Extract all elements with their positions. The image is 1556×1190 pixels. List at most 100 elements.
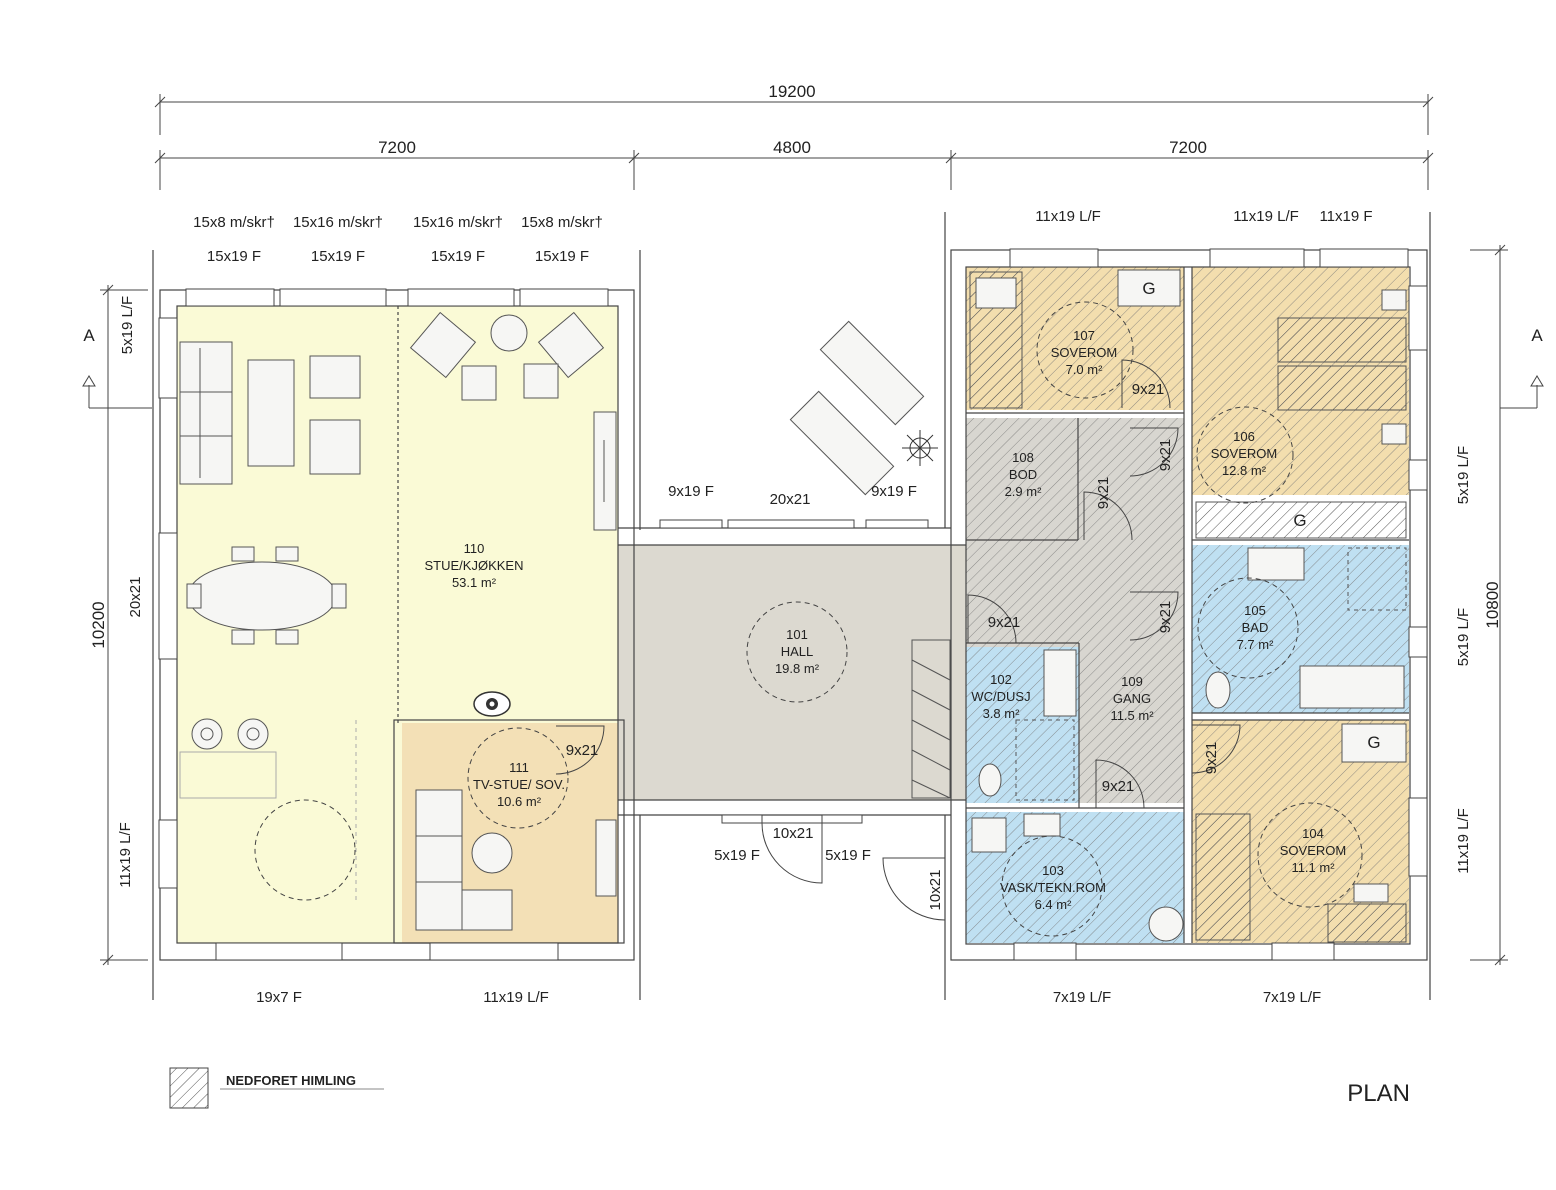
dim-right-height: 10800 <box>1483 581 1502 628</box>
window-label-r-2: 11x19 L/F <box>1233 208 1299 225</box>
courtyard-window-left: 9x19 F <box>668 483 714 500</box>
dim-middle-width: 4800 <box>773 138 811 157</box>
room-name-105: BAD <box>1242 620 1269 635</box>
window-label-skr-1: 15x8 m/skr† <box>193 214 275 231</box>
room-number-105: 105 <box>1244 603 1266 618</box>
tv-room-furniture <box>415 727 617 931</box>
room-number-103: 103 <box>1042 863 1064 878</box>
window-openings <box>158 248 1428 961</box>
svg-text:A: A <box>83 326 95 345</box>
bed-106 <box>1277 289 1407 445</box>
bath-fixtures <box>1205 547 1407 709</box>
window-label-right-3: 11x19 L/F <box>1455 808 1472 874</box>
wardrobe-107 <box>1117 269 1181 307</box>
room-number-107: 107 <box>1073 328 1095 343</box>
room-name-104: SOVEROM <box>1280 843 1346 858</box>
side-door: 10x21 <box>927 870 944 911</box>
window-label-b-3: 7x19 L/F <box>1053 989 1111 1006</box>
hall-turning-circle <box>746 601 848 703</box>
courtyard-door: 20x21 <box>770 491 811 508</box>
door-label-104: 9x21 <box>1203 742 1220 775</box>
bed-104 <box>1195 813 1251 941</box>
dim-left-height: 10200 <box>89 601 108 648</box>
room-area-104: 11.1 m² <box>1291 860 1335 875</box>
legend <box>169 1067 384 1109</box>
wardrobe-label-104: G <box>1367 733 1380 752</box>
room-area-103: 6.4 m² <box>1035 897 1073 912</box>
window-label-b-4: 7x19 L/F <box>1263 989 1321 1006</box>
door-label-107: 9x21 <box>1132 381 1165 398</box>
wardrobe-106 <box>1195 501 1407 539</box>
dim-total-width: 19200 <box>768 82 815 101</box>
hall-wardrobe <box>911 639 951 799</box>
dim-left-width: 7200 <box>378 138 416 157</box>
room-number-108: 108 <box>1012 450 1034 465</box>
door-label-111: 9x21 <box>566 742 599 759</box>
dim-right-width: 7200 <box>1169 138 1207 157</box>
entry-window-right: 5x19 F <box>825 847 871 864</box>
bed-107 <box>969 271 1023 409</box>
window-label-r-1: 11x19 L/F <box>1035 208 1101 225</box>
plan-title: PLAN <box>1347 1080 1410 1107</box>
room-area-106: 12.8 m² <box>1222 463 1267 478</box>
wardrobe-104 <box>1341 723 1407 763</box>
room-name-107: SOVEROM <box>1051 345 1117 360</box>
room-name-103: VASK/TEKN.ROM <box>1000 880 1106 895</box>
room-fill-101 <box>618 545 966 800</box>
room-area-102: 3.8 m² <box>983 706 1021 721</box>
window-label-right-2: 5x19 L/F <box>1455 608 1472 666</box>
legend-label: NEDFORET HIMLING <box>226 1073 356 1088</box>
window-label-skr-3: 15x16 m/skr† <box>413 214 503 231</box>
entry-window-left: 5x19 F <box>714 847 760 864</box>
room-area-105: 7.7 m² <box>1237 637 1275 652</box>
room-number-111: 111 <box>509 760 529 775</box>
wardrobe-label-106: G <box>1293 511 1306 530</box>
window-label-f-2: 15x19 F <box>311 248 365 265</box>
room-area-108: 2.9 m² <box>1005 484 1043 499</box>
door-swings <box>555 359 1241 921</box>
window-label-r-3: 11x19 F <box>1319 208 1372 225</box>
courtyard-window-right: 9x19 F <box>871 483 917 500</box>
room-area-111: 10.6 m² <box>497 794 542 809</box>
window-label-f-1: 15x19 F <box>207 248 261 265</box>
door-label-left: 20x21 <box>127 577 144 618</box>
room-name-106: SOVEROM <box>1211 446 1277 461</box>
room-number-101: 101 <box>786 627 808 642</box>
window-label-b-2: 11x19 L/F <box>483 989 549 1006</box>
window-label-skr-2: 15x16 m/skr† <box>293 214 383 231</box>
sofa-group <box>179 341 361 485</box>
dimension-lines <box>100 94 1508 966</box>
door-label-108: 9x21 <box>1095 477 1112 510</box>
dining-table <box>186 546 347 645</box>
window-label-f-3: 15x19 F <box>431 248 485 265</box>
door-label-109: 9x21 <box>1102 778 1135 795</box>
room-number-104: 104 <box>1302 826 1324 841</box>
lounge-chairs <box>409 311 617 531</box>
wc-fixtures <box>978 649 1077 801</box>
window-label-left-bottom: 11x19 L/F <box>117 822 134 888</box>
section-marker-right: A <box>1500 326 1544 409</box>
svg-text:A: A <box>1531 326 1543 345</box>
window-label-f-4: 15x19 F <box>535 248 589 265</box>
section-marker-left: A <box>82 326 152 409</box>
small-chairs <box>179 718 357 901</box>
room-number-102: 102 <box>990 672 1012 687</box>
entry-door: 10x21 <box>773 825 814 842</box>
room-name-111: TV-STUE/ SOV. <box>473 777 565 792</box>
window-label-skr-4: 15x8 m/skr† <box>521 214 603 231</box>
sun-loungers <box>789 320 938 496</box>
window-label-right-1: 5x19 L/F <box>1455 446 1472 504</box>
door-label-106: 9x21 <box>1157 439 1174 472</box>
wardrobe-label-107: G <box>1142 279 1155 298</box>
room-number-110: 110 <box>464 541 485 556</box>
laundry-fixtures <box>971 813 1184 942</box>
room-name-108: BOD <box>1009 467 1037 482</box>
room-number-109: 109 <box>1121 674 1143 689</box>
room-name-110: STUE/KJØKKEN <box>425 558 524 573</box>
window-label-left-top: 5x19 L/F <box>119 296 136 354</box>
room-area-110: 53.1 m² <box>452 575 497 590</box>
stove-icon <box>473 691 511 717</box>
window-label-b-1: 19x7 F <box>256 989 302 1006</box>
door-label-105: 9x21 <box>1157 601 1174 634</box>
